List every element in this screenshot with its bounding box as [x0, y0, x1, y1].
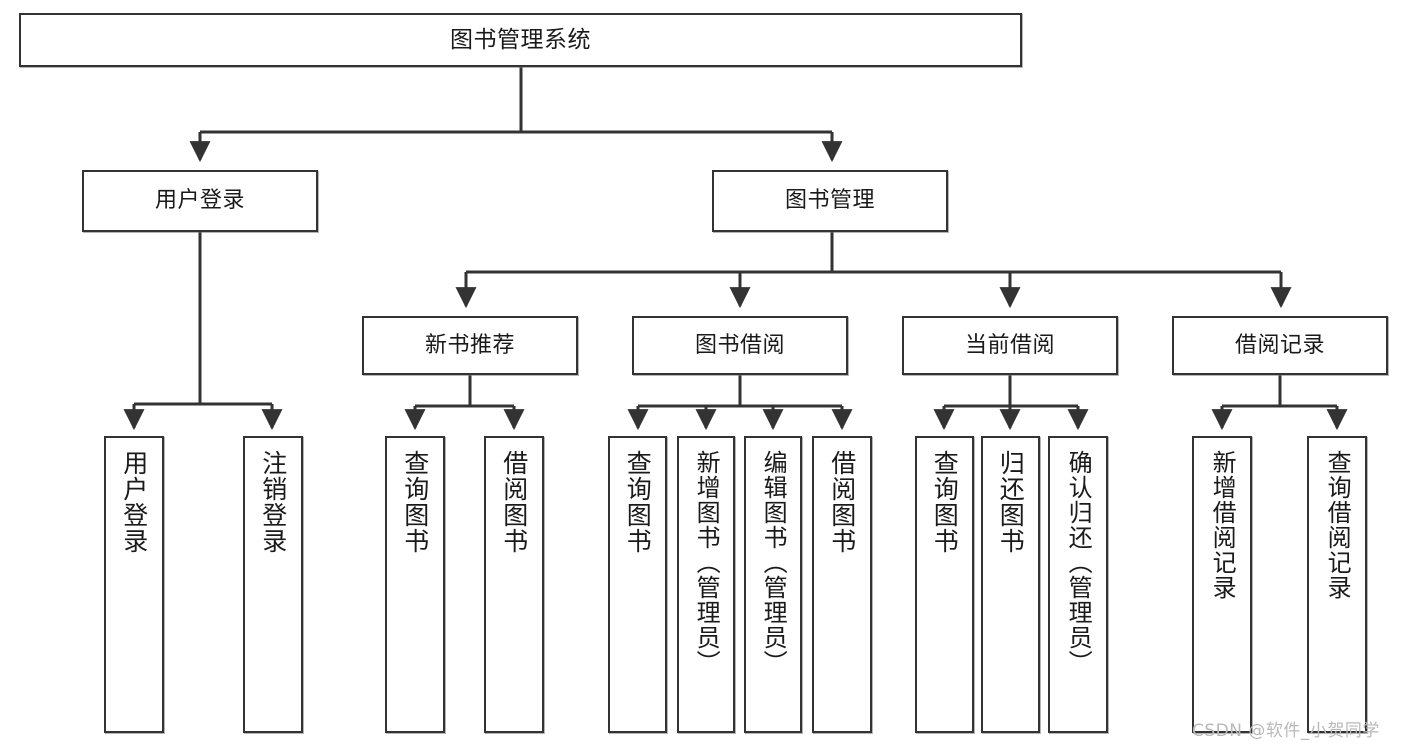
- leaf-query-book-recommend[interactable]: 查询图书: [385, 436, 445, 733]
- leaf-user-login-label: 用户登录: [119, 450, 149, 554]
- leaf-borrow-book-recommend-label: 借阅图书: [499, 450, 529, 554]
- leaf-add-book-admin[interactable]: 新增图书（管理员）: [677, 436, 735, 733]
- node-book-management-label: 图书管理: [784, 188, 875, 214]
- node-root[interactable]: 图书管理系统: [19, 13, 1022, 67]
- leaf-query-book-borrow-label: 查询图书: [623, 450, 653, 554]
- leaf-borrow-book-recommend[interactable]: 借阅图书: [484, 436, 544, 733]
- node-new-book-recommend-label: 新书推荐: [424, 332, 515, 358]
- node-current-borrow[interactable]: 当前借阅: [902, 316, 1118, 375]
- node-book-borrow[interactable]: 图书借阅: [632, 316, 848, 375]
- node-user-login[interactable]: 用户登录: [82, 170, 318, 232]
- leaf-edit-book-admin-label: 编辑图书（管理员）: [759, 450, 788, 675]
- leaf-edit-book-admin[interactable]: 编辑图书（管理员）: [744, 436, 802, 733]
- leaf-add-borrow-record-label: 新增借阅记录: [1208, 450, 1237, 600]
- leaf-add-borrow-record[interactable]: 新增借阅记录: [1192, 436, 1252, 733]
- node-root-label: 图书管理系统: [450, 26, 591, 53]
- leaf-confirm-return-admin-label: 确认归还（管理员）: [1064, 450, 1093, 675]
- node-user-login-label: 用户登录: [154, 188, 245, 214]
- leaf-borrow-book-label: 借阅图书: [827, 450, 857, 554]
- node-current-borrow-label: 当前借阅: [964, 332, 1055, 358]
- leaf-query-book-borrow[interactable]: 查询图书: [608, 436, 667, 733]
- leaf-query-book-current[interactable]: 查询图书: [915, 436, 974, 733]
- leaf-query-borrow-record-label: 查询借阅记录: [1323, 450, 1352, 600]
- leaf-user-login[interactable]: 用户登录: [104, 436, 164, 733]
- leaf-return-book-label: 归还图书: [996, 450, 1026, 554]
- leaf-query-borrow-record[interactable]: 查询借阅记录: [1307, 436, 1367, 733]
- node-borrow-record[interactable]: 借阅记录: [1172, 316, 1388, 375]
- node-book-management[interactable]: 图书管理: [712, 170, 948, 232]
- leaf-query-book-current-label: 查询图书: [930, 450, 960, 554]
- leaf-logout[interactable]: 注销登录: [243, 436, 303, 733]
- leaf-add-book-admin-label: 新增图书（管理员）: [692, 450, 721, 675]
- leaf-query-book-recommend-label: 查询图书: [400, 450, 430, 554]
- node-borrow-record-label: 借阅记录: [1234, 332, 1325, 358]
- leaf-borrow-book[interactable]: 借阅图书: [812, 436, 872, 733]
- leaf-logout-label: 注销登录: [258, 450, 288, 554]
- watermark: CSDN @软件_小贺同学: [1192, 721, 1380, 741]
- leaf-return-book[interactable]: 归还图书: [981, 436, 1040, 733]
- node-book-borrow-label: 图书借阅: [694, 332, 785, 358]
- leaf-confirm-return-admin[interactable]: 确认归还（管理员）: [1048, 436, 1108, 733]
- node-new-book-recommend[interactable]: 新书推荐: [362, 316, 578, 375]
